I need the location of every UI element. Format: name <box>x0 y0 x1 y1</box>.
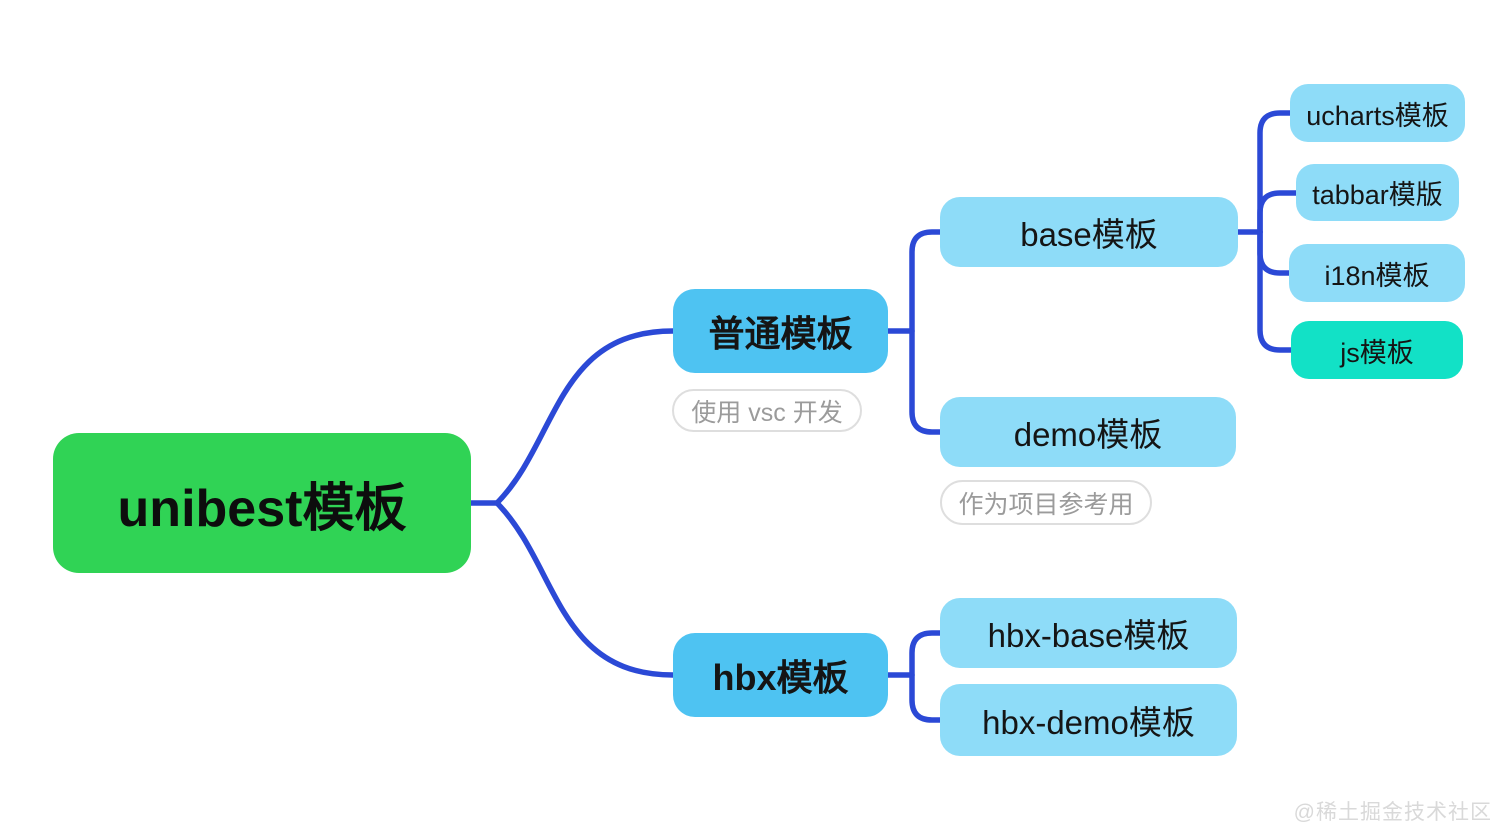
connector-root-to-hbx <box>494 500 676 678</box>
node-putong-moban[interactable]: 普通模板 <box>673 289 888 373</box>
node-js-moban[interactable]: js模板 <box>1291 321 1463 379</box>
node-i18n-moban[interactable]: i18n模板 <box>1289 244 1465 302</box>
note-demo[interactable]: 作为项目参考用 <box>940 480 1152 525</box>
connector-hbx-bracket <box>909 630 943 723</box>
watermark: @稀土掘金技术社区 <box>1293 801 1492 824</box>
connector-base-to-tabbar <box>1257 190 1299 235</box>
node-root[interactable]: unibest模板 <box>53 433 471 573</box>
connector-root-to-putong <box>494 328 676 506</box>
node-hbx-moban[interactable]: hbx模板 <box>673 633 888 717</box>
connector-base-to-i18n <box>1257 229 1292 276</box>
connector-base-to-js <box>1257 229 1294 353</box>
node-hbx-base-moban[interactable]: hbx-base模板 <box>940 598 1237 668</box>
node-ucharts-moban[interactable]: ucharts模板 <box>1290 84 1465 142</box>
node-hbx-demo-moban[interactable]: hbx-demo模板 <box>940 684 1237 756</box>
node-demo-moban[interactable]: demo模板 <box>940 397 1236 467</box>
node-base-moban[interactable]: base模板 <box>940 197 1238 267</box>
note-putong[interactable]: 使用 vsc 开发 <box>672 389 862 432</box>
node-tabbar-moban[interactable]: tabbar模版 <box>1296 164 1459 221</box>
connector-base-to-ucharts <box>1257 110 1293 235</box>
connector-putong-bracket <box>909 229 943 435</box>
